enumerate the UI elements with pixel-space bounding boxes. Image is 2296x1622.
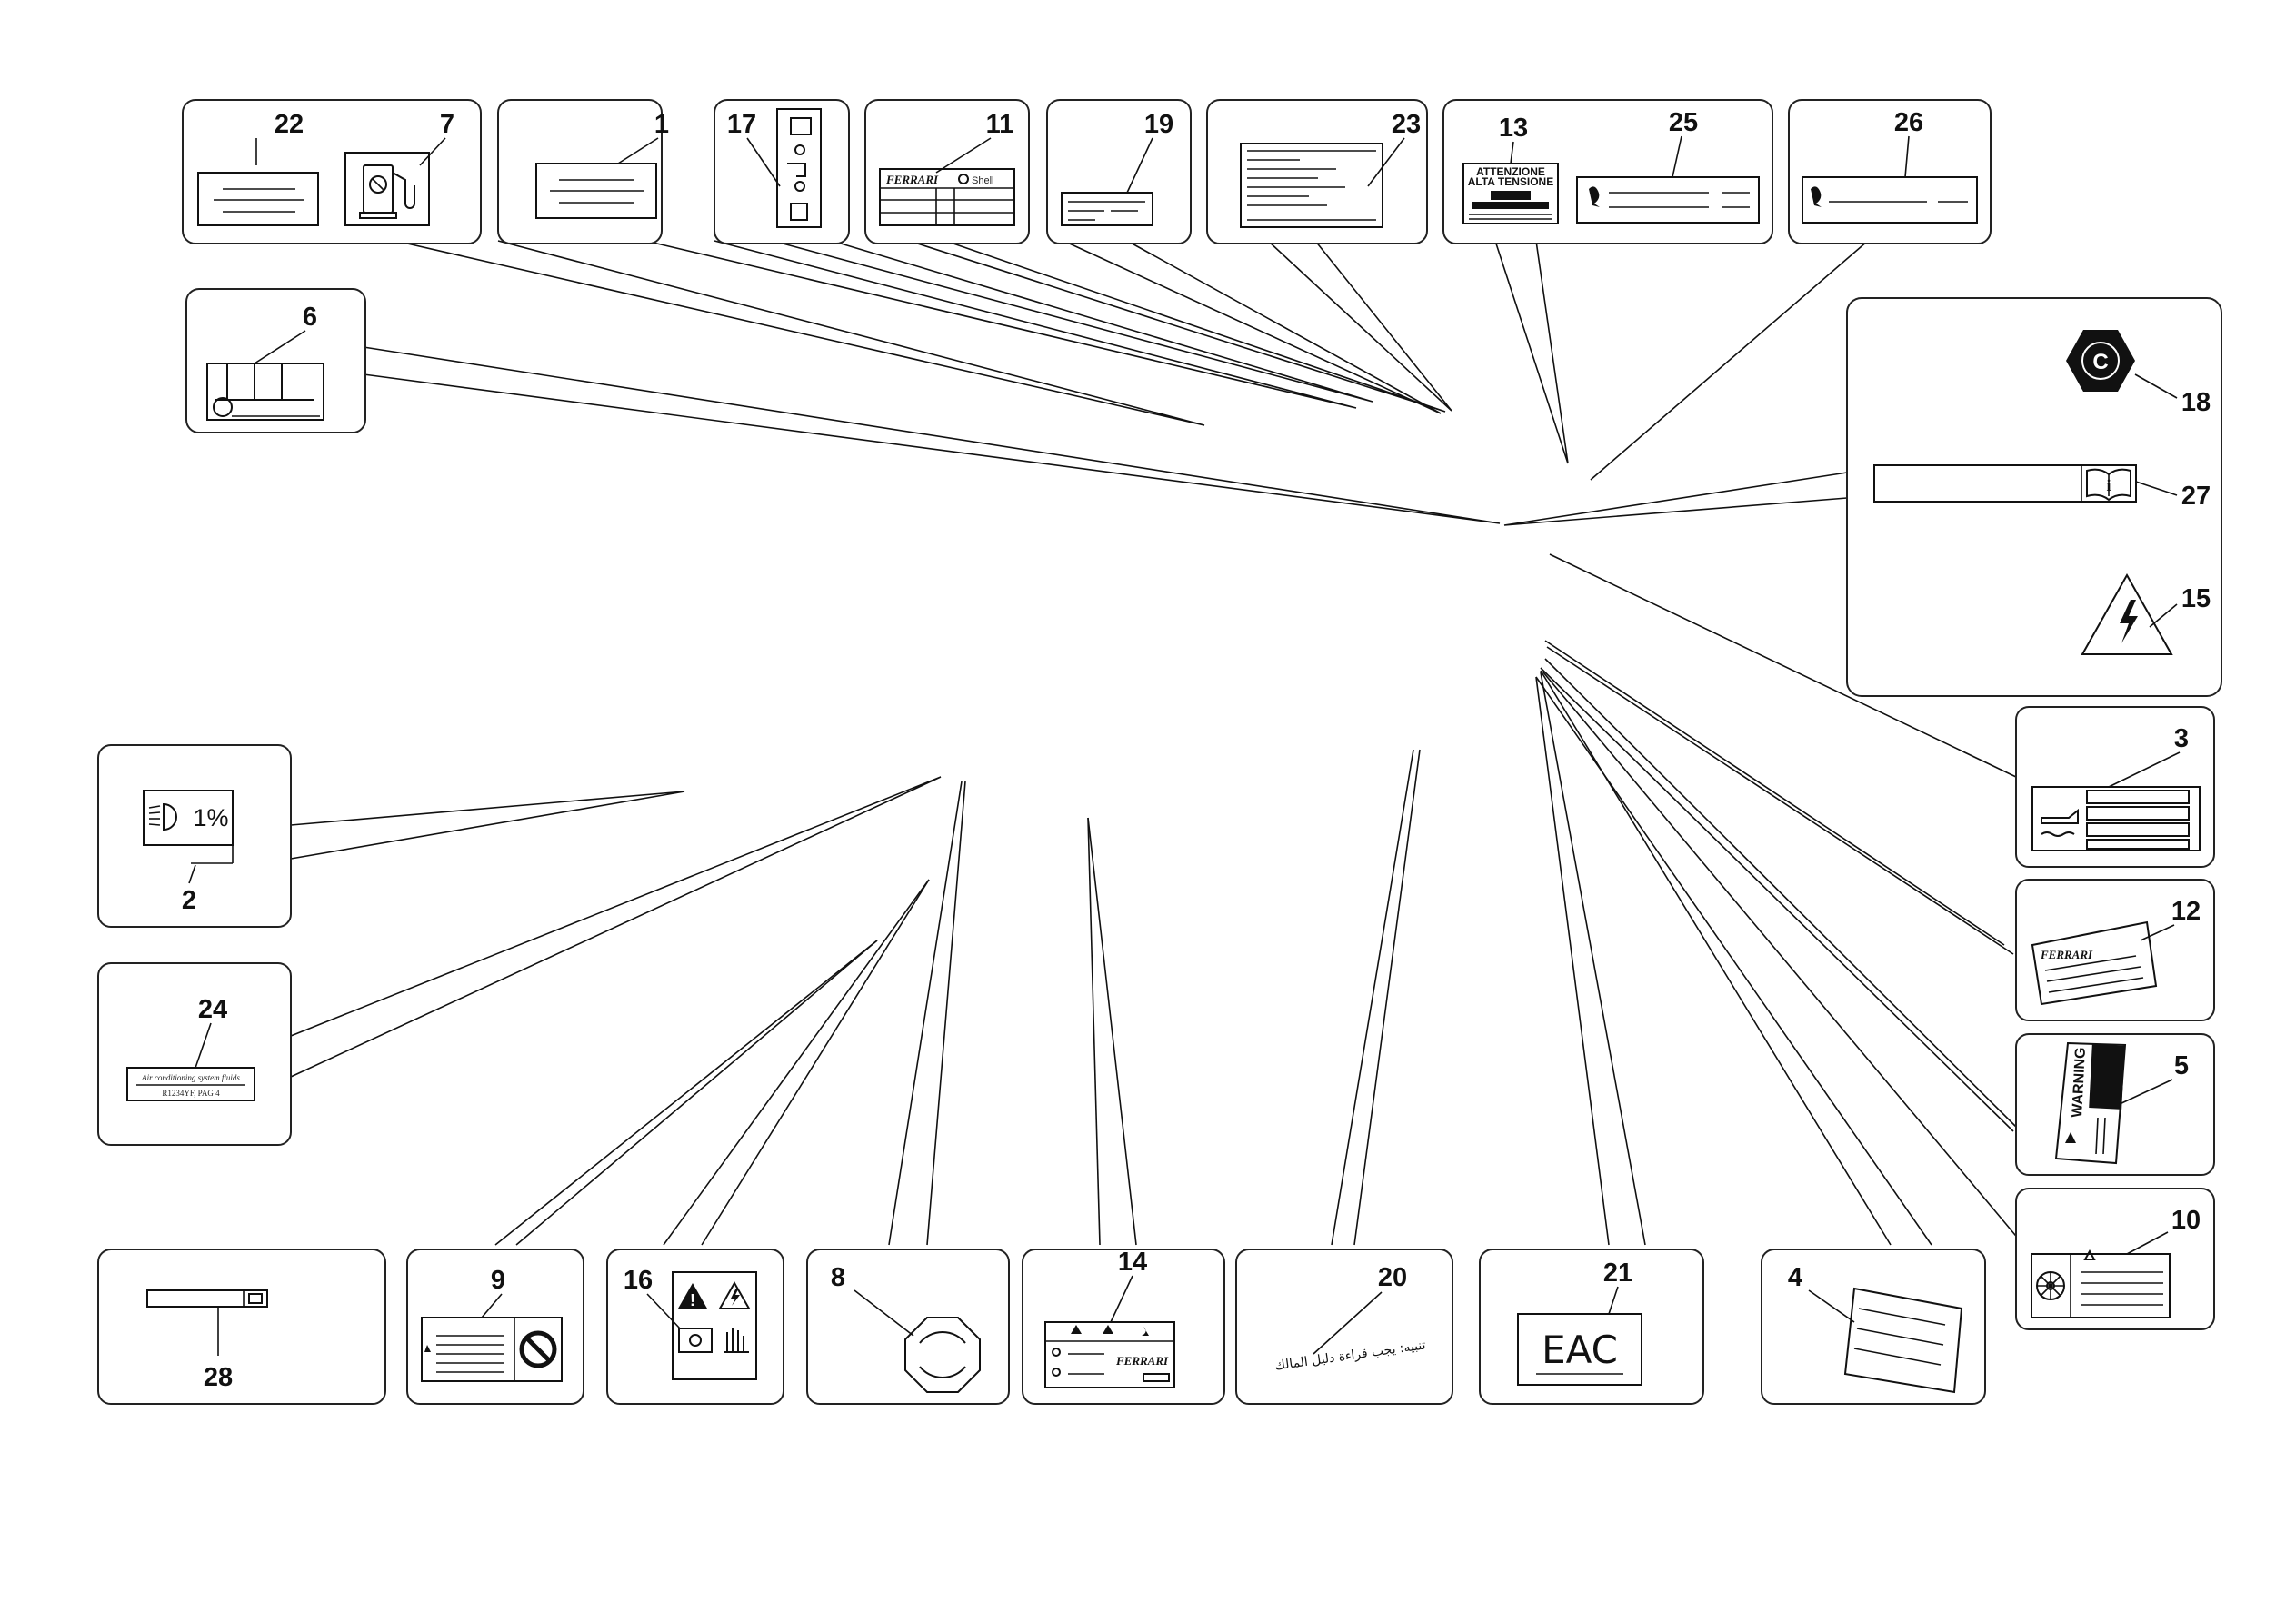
ferrari-logo-text: FERRARI <box>885 173 939 186</box>
callout-5: 5 <box>2174 1051 2189 1080</box>
label-group-18-27-15: C 18 i 27 15 <box>1846 297 2222 697</box>
prancing-horse-logo <box>1811 186 1822 207</box>
callout-24: 24 <box>198 995 227 1024</box>
callout-8: 8 <box>831 1263 845 1292</box>
headlamp-icon <box>148 802 177 831</box>
callout-1: 1 <box>654 110 669 139</box>
callout-4: 4 <box>1788 1263 1802 1292</box>
label-group-10: 10 <box>2015 1188 2215 1330</box>
label-group-24: 24 Air conditioning system fluids R1234Y… <box>97 962 292 1146</box>
label-group-20: 20 تنبيه: يجب قراءة دليل المالك <box>1235 1249 1453 1405</box>
label-group-26: 26 <box>1788 99 1992 244</box>
callout-16: 16 <box>624 1266 653 1295</box>
callout-28: 28 <box>204 1363 233 1392</box>
callout-12: 12 <box>2171 897 2201 926</box>
label-group-4: 4 <box>1761 1249 1986 1405</box>
callout-21: 21 <box>1603 1259 1632 1288</box>
ac-label-line2: R1234YF, PAG 4 <box>162 1089 220 1098</box>
hv-warning-line2: ALTA TENSIONE <box>1468 175 1553 188</box>
callout-18: 18 <box>2181 388 2211 417</box>
callout-10: 10 <box>2171 1206 2201 1235</box>
label-group-16: 16 ! <box>606 1249 784 1405</box>
c-badge-hexagon <box>2066 330 2135 392</box>
warning-triangle-icon <box>424 1345 431 1352</box>
high-voltage-icon <box>2081 572 2173 655</box>
engine-oil-icon <box>2041 808 2079 837</box>
callout-20: 20 <box>1378 1263 1407 1292</box>
ferrari-logo-text: FERRARI <box>2040 948 2093 961</box>
high-voltage-icon <box>718 1280 751 1309</box>
callout-27: 27 <box>2181 482 2211 511</box>
warning-triangle-icon <box>678 1283 707 1309</box>
svg-text:!: ! <box>690 1291 695 1309</box>
callout-7: 7 <box>440 110 454 139</box>
fuel-cap-icon <box>904 1317 981 1393</box>
callout-14: 14 <box>1118 1248 1147 1277</box>
label-group-3: 3 <box>2015 706 2215 868</box>
callout-22: 22 <box>275 110 304 139</box>
label-group-22-7: 22 7 <box>182 99 482 244</box>
label-group-6: 6 <box>185 288 366 433</box>
label-group-19: 19 <box>1046 99 1192 244</box>
callout-9: 9 <box>491 1266 505 1295</box>
label-group-5: 5 WARNING <box>2015 1033 2215 1176</box>
callout-26: 26 <box>1894 108 1923 137</box>
prancing-horse-logo <box>1589 186 1600 207</box>
callout-17: 17 <box>727 110 756 139</box>
label-group-23: 23 <box>1206 99 1428 244</box>
label-group-14: 14 FERRARI <box>1022 1248 1225 1405</box>
headlamp-percent: 1% <box>193 804 228 831</box>
label-group-13-25: 13 ATTENZIONE ALTA TENSIONE 25 <box>1442 99 1773 244</box>
fuel-pump-icon <box>344 152 430 226</box>
callout-11: 11 <box>986 110 1014 139</box>
label-group-9: 9 <box>406 1249 584 1405</box>
callout-6: 6 <box>303 303 317 332</box>
callout-2: 2 <box>182 886 196 915</box>
ferrari-logo-text: FERRARI <box>1115 1354 1169 1368</box>
leader-lines <box>290 240 2021 1246</box>
warning-text: WARNING <box>2070 1047 2089 1118</box>
hv-warning-line1: ATTENZIONE <box>1476 165 1545 178</box>
manual-book-icon <box>678 1328 713 1353</box>
callout-13: 13 <box>1499 114 1528 143</box>
c-badge-letter: C <box>2092 350 2108 374</box>
wheel-icon <box>2036 1271 2065 1300</box>
ac-label-line1: Air conditioning system fluids <box>141 1073 240 1082</box>
label-group-2: 1% 2 <box>97 744 292 928</box>
callout-3: 3 <box>2174 724 2189 753</box>
callout-15: 15 <box>2181 584 2211 613</box>
callout-23: 23 <box>1392 110 1421 139</box>
label-group-28: 28 <box>97 1249 386 1405</box>
label-group-12: 12 FERRARI <box>2015 879 2215 1021</box>
label-group-17: 17 <box>714 99 850 244</box>
label-group-11: 11 FERRARI Shell <box>864 99 1030 244</box>
label-group-8: 8 <box>806 1249 1010 1405</box>
label-group-21: 21 EAC <box>1479 1249 1704 1405</box>
label-group-1: 1 <box>497 99 669 244</box>
no-entry-icon <box>519 1330 557 1368</box>
hand-warning-icon <box>724 1328 749 1353</box>
manual-book-icon: i <box>2086 468 2131 502</box>
shell-logo-text: Shell <box>972 175 993 186</box>
callout-19: 19 <box>1144 110 1173 139</box>
svg-text:i: i <box>2106 476 2111 494</box>
eac-mark: EAC <box>1542 1328 1618 1372</box>
warning-triangle-icon <box>2065 1132 2076 1143</box>
callout-25: 25 <box>1669 108 1698 137</box>
